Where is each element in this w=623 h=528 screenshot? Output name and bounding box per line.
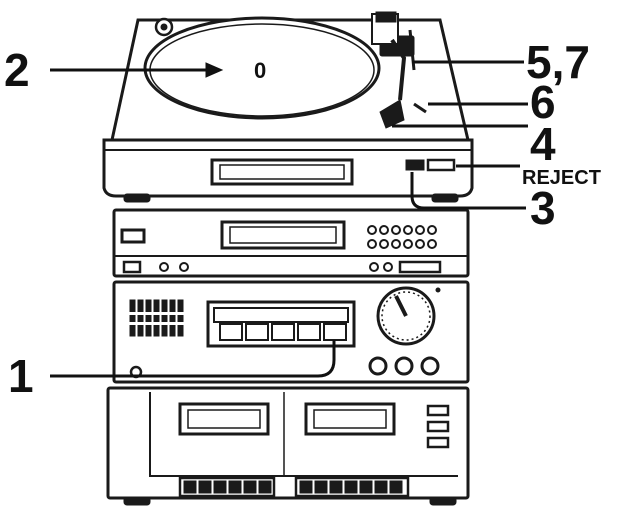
start-button[interactable] — [426, 158, 456, 172]
tuner-unit — [112, 208, 470, 278]
callout-labels: 2 5,7 6 4 REJECT 3 1 — [4, 36, 601, 402]
turntable-platter — [143, 16, 381, 120]
tonearm — [390, 38, 407, 101]
amplifier-unit — [112, 280, 470, 384]
callout-3: 3 — [530, 182, 556, 234]
turntable: 0 — [102, 11, 474, 203]
callout-reject: REJECT — [522, 167, 601, 189]
platter-spindle-mark: 0 — [254, 58, 266, 83]
leader-1 — [50, 340, 336, 378]
function-button[interactable] — [323, 323, 347, 341]
callout-6: 6 — [530, 76, 556, 128]
callout-leaders — [50, 60, 528, 378]
reject-button[interactable] — [405, 159, 425, 171]
leader-3 — [410, 172, 526, 210]
deck-b-transport-keys — [294, 476, 410, 498]
cassette-deck-unit — [106, 386, 470, 506]
deck-a-transport-keys — [178, 476, 276, 498]
callout-4: 4 — [530, 118, 556, 170]
equalizer-sliders — [126, 299, 188, 337]
callout-1: 1 — [8, 350, 34, 402]
tuner-preset-buttons — [367, 225, 437, 249]
amplifier-function-buttons — [219, 323, 347, 341]
callout-2: 2 — [4, 44, 30, 96]
callout-5-7: 5,7 — [526, 36, 590, 88]
tonearm-headshell — [379, 99, 405, 129]
